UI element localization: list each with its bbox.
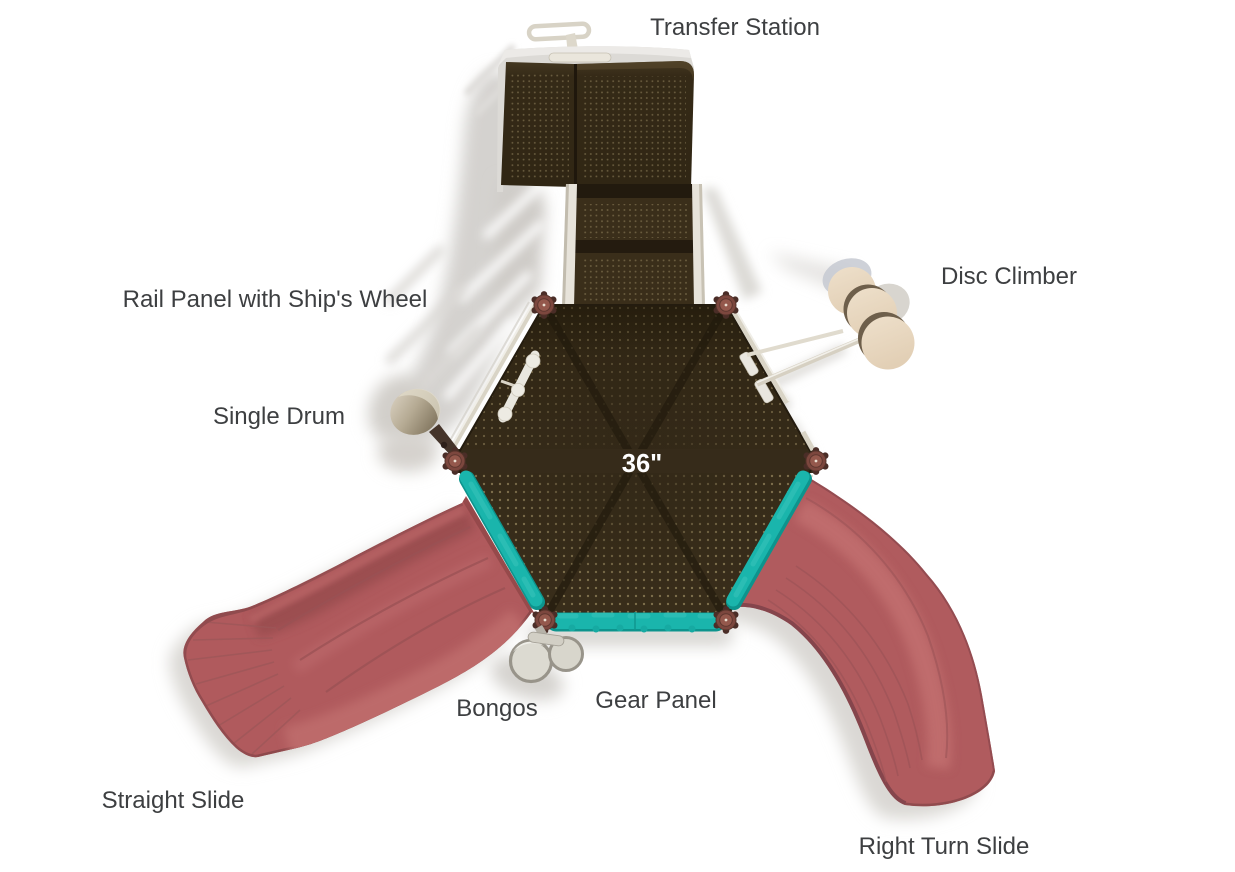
svg-text:Gear Panel: Gear Panel	[595, 687, 716, 714]
svg-text:Disc Climber: Disc Climber	[941, 263, 1077, 290]
svg-text:Right Turn Slide: Right Turn Slide	[859, 833, 1030, 860]
svg-text:Single Drum: Single Drum	[213, 403, 345, 430]
svg-text:Straight Slide: Straight Slide	[102, 787, 245, 814]
svg-text:36": 36"	[622, 450, 662, 478]
svg-text:Rail Panel with Ship's Wheel: Rail Panel with Ship's Wheel	[123, 286, 428, 313]
svg-text:Transfer Station: Transfer Station	[650, 14, 820, 41]
svg-text:Bongos: Bongos	[456, 695, 537, 722]
